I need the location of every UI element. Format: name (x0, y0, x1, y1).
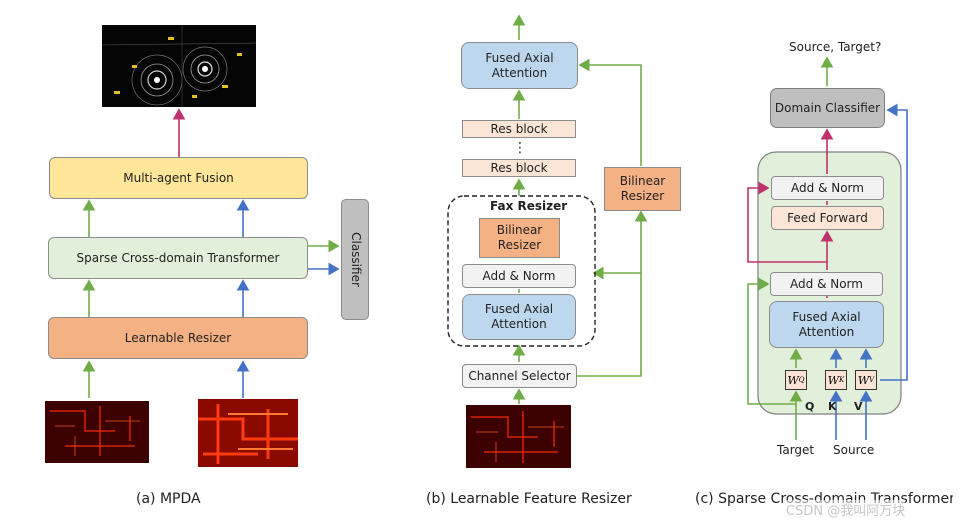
source-label: Source (833, 443, 875, 457)
target-label: Target (777, 443, 815, 457)
caption-a: (a) MPDA (136, 491, 201, 507)
fax-resizer-title: Fax Resizer (490, 199, 568, 213)
feed-forward-box: Feed Forward (771, 206, 884, 230)
add-norm-top-box: Add & Norm (771, 176, 884, 200)
bilinear-resizer-inner-box: Bilinear Resizer (479, 218, 560, 258)
v-label: V (854, 400, 863, 413)
classifier-box: Classifier (341, 199, 369, 320)
ellipsis-dots: ⋮ (513, 139, 527, 156)
add-norm-inner-box: Add & Norm (462, 264, 576, 288)
bilinear-resizer-side-box: Bilinear Resizer (604, 167, 681, 211)
panel-a-arrows (82, 108, 340, 398)
panel-c-arrows (747, 56, 908, 440)
lidar-point-cloud-image (102, 25, 256, 107)
sparse-cross-domain-transformer-box: Sparse Cross-domain Transformer (48, 237, 308, 279)
source-target-output-label: Source, Target? (789, 40, 882, 54)
domain-classifier-box: Domain Classifier (770, 88, 885, 128)
q-label: Q (805, 400, 815, 413)
add-norm-mid-box: Add & Norm (770, 272, 883, 296)
res-block-2: Res block (462, 159, 576, 177)
input-feature-map-image (466, 405, 571, 468)
caption-b: (b) Learnable Feature Resizer (426, 491, 632, 507)
multi-agent-fusion-box: Multi-agent Fusion (49, 157, 308, 199)
classifier-label: Classifier (348, 232, 363, 287)
csdn-watermark: CSDN @我叫阿万块 (786, 500, 906, 519)
res-block-1: Res block (462, 120, 576, 138)
source-feature-map-image (198, 399, 298, 467)
fused-axial-attention-top-box: Fused Axial Attention (461, 42, 578, 89)
fused-axial-attention-inner-box: Fused Axial Attention (462, 294, 576, 340)
k-label: K (828, 400, 837, 413)
fax-resizer-outline (447, 195, 596, 347)
panel-b-arrows (512, 14, 648, 404)
channel-selector-box: Channel Selector (462, 364, 577, 388)
learnable-resizer-box: Learnable Resizer (48, 317, 308, 359)
target-feature-map-image (45, 401, 149, 463)
fused-axial-attention-c-box: Fused Axial Attention (769, 301, 884, 348)
